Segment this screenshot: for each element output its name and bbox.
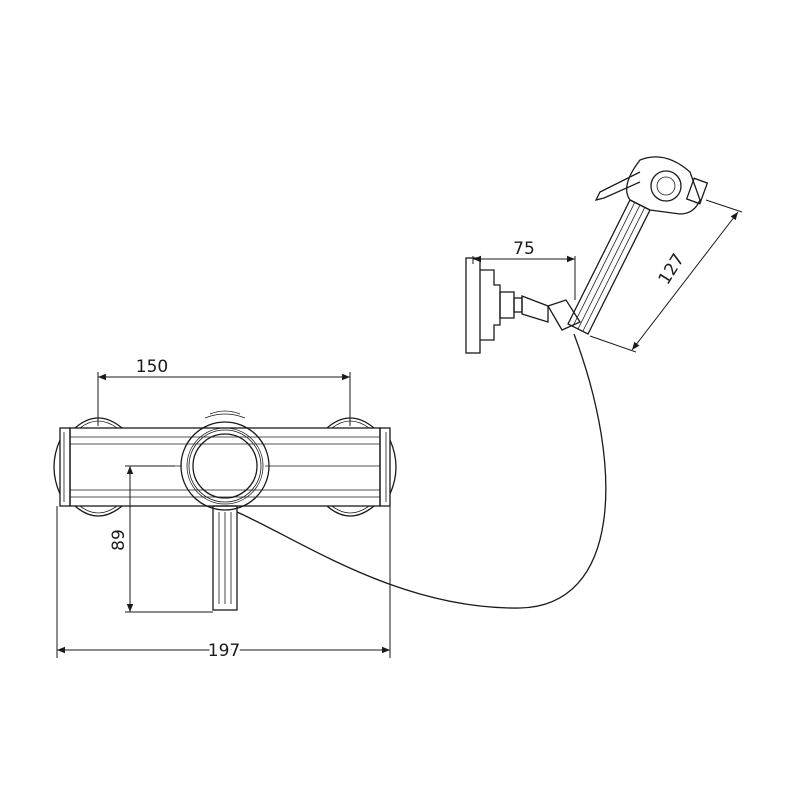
dim-handle-spacing: 150 <box>97 357 351 426</box>
dim-label-150: 150 <box>136 357 168 377</box>
diverter-knob <box>180 421 270 511</box>
outlet-stub <box>212 505 238 611</box>
dim-label-75: 75 <box>513 239 535 259</box>
dim-label-197: 197 <box>208 641 240 661</box>
dim-label-89: 89 <box>109 529 129 551</box>
mixer-body <box>53 410 397 611</box>
wall-holder <box>465 257 581 354</box>
dim-overall-width: 197 <box>56 506 391 664</box>
dim-spout-height: 89 <box>109 465 213 613</box>
shower-hose <box>236 333 607 609</box>
left-end-cap <box>53 427 71 507</box>
hand-shower <box>567 156 709 335</box>
right-end-cap <box>379 427 397 507</box>
dim-holder-projection: 75 <box>472 239 576 300</box>
dim-hand-shower-length: 127 <box>589 199 743 353</box>
right-flange <box>326 417 375 517</box>
left-flange <box>74 417 123 517</box>
